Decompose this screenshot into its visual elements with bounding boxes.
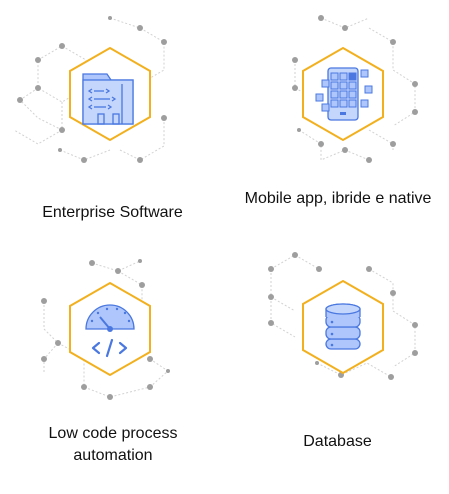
- service-tile-low-code: Low code process automation: [0, 247, 225, 494]
- service-label: Database: [303, 433, 372, 450]
- network-background: [41, 259, 170, 400]
- service-tile-mobile-app: Mobile app, ibride e native: [225, 0, 449, 247]
- service-label: Enterprise Software: [42, 204, 183, 221]
- speedometer-code-icon: [85, 304, 135, 358]
- network-background: [292, 15, 418, 163]
- service-label: Low code process automation: [48, 425, 178, 464]
- service-tile-enterprise-software: Enterprise Software: [0, 0, 225, 247]
- network-background: [13, 16, 167, 163]
- service-label: Mobile app, ibride e native: [244, 190, 432, 207]
- network-background: [268, 252, 418, 380]
- database-icon: [325, 303, 361, 350]
- service-tile-database: Database: [225, 247, 449, 494]
- code-folder-icon: [82, 73, 134, 125]
- mobile-app-icon: [315, 67, 373, 121]
